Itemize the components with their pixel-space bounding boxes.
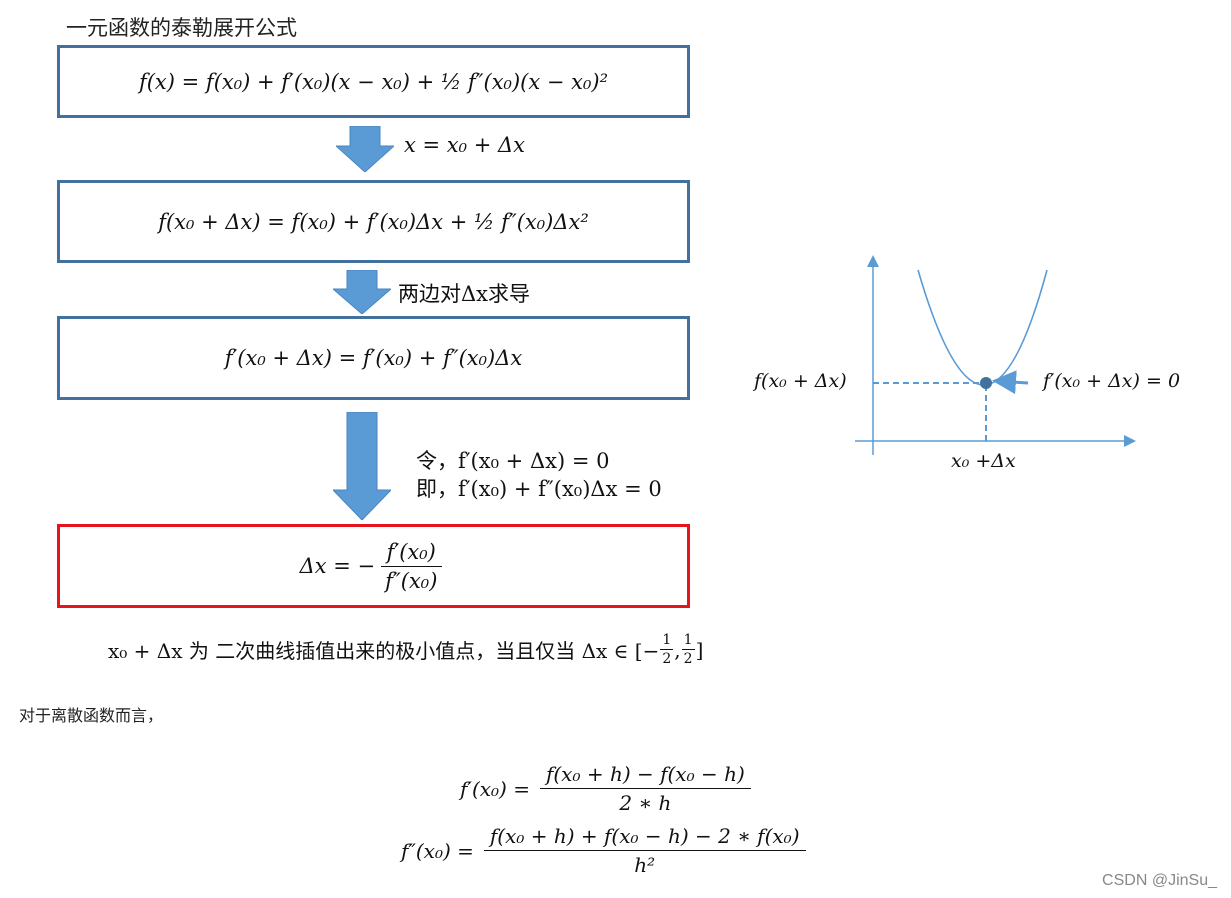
d2-fraction: f(x₀ + h) + f(x₀ − h) − 2 ∗ f(x₀) h² xyxy=(483,824,806,877)
substitution-label: x = x₀ + Δx xyxy=(404,133,526,157)
discrete-second-derivative: f″(x₀) = f(x₀ + h) + f(x₀ − h) − 2 ∗ f(x… xyxy=(401,824,810,877)
minimum-point xyxy=(980,377,992,389)
slope-pointer xyxy=(992,370,1029,395)
expanded-formula: f(x₀ + Δx) = f(x₀) + f′(x₀)Δx + ½ f″(x₀)… xyxy=(158,209,589,234)
d2-lhs: f″(x₀) = xyxy=(401,838,474,863)
derivative-formula-box: f′(x₀ + Δx) = f′(x₀) + f″(x₀)Δx xyxy=(57,316,690,400)
frac2-den: 2 xyxy=(683,651,693,667)
result-denominator: f″(x₀) xyxy=(385,568,438,593)
result-numerator: f′(x₀) xyxy=(380,540,442,567)
taylor-formula: f(x) = f(x₀) + f′(x₀)(x − x₀) + ½ f″(x₀)… xyxy=(138,69,609,94)
statement-frac-2: 1 2 xyxy=(681,632,695,667)
parabola-graph xyxy=(855,255,1136,455)
d1-lhs: f′(x₀) = xyxy=(460,776,530,801)
statement-sep: , xyxy=(674,637,681,662)
condition-line-1: 令，f′(x₀ + Δx) = 0 xyxy=(416,449,610,473)
statement-prefix: x₀ + Δx 为 二次曲线插值出来的极小值点，当且仅当 Δx ∈ [− xyxy=(108,639,660,663)
minimum-statement: x₀ + Δx 为 二次曲线插值出来的极小值点，当且仅当 Δx ∈ [− 1 2… xyxy=(108,632,703,667)
watermark: CSDN @JinSu_ xyxy=(1102,872,1217,889)
d1-num: f(x₀ + h) − f(x₀ − h) xyxy=(539,762,751,789)
down-arrow-3 xyxy=(333,412,391,520)
condition-line-2: 即，f′(x₀) + f″(x₀)Δx = 0 xyxy=(416,477,662,501)
taylor-formula-box: f(x) = f(x₀) + f′(x₀)(x − x₀) + ½ f″(x₀)… xyxy=(57,45,690,118)
frac1-num: 1 xyxy=(660,632,674,650)
result-lhs: Δx = − xyxy=(299,554,376,578)
graph-x-label: x₀ +Δx xyxy=(951,450,1016,472)
statement-frac-1: 1 2 xyxy=(660,632,674,667)
statement-suffix: ] xyxy=(695,637,704,662)
d1-den: 2 ∗ h xyxy=(619,791,672,815)
graph-slope-label: f′(x₀ + Δx) = 0 xyxy=(1043,370,1181,392)
down-arrow-1 xyxy=(336,126,394,172)
discrete-intro: 对于离散函数而言， xyxy=(19,706,164,725)
d2-num: f(x₀ + h) + f(x₀ − h) − 2 ∗ f(x₀) xyxy=(483,824,806,851)
frac1-den: 2 xyxy=(662,651,672,667)
graph-y-label: f(x₀ + Δx) xyxy=(754,370,847,392)
parabola-curve xyxy=(917,269,1048,386)
d1-fraction: f(x₀ + h) − f(x₀ − h) 2 ∗ h xyxy=(539,762,751,815)
derivative-formula: f′(x₀ + Δx) = f′(x₀) + f″(x₀)Δx xyxy=(224,346,523,370)
result-box: Δx = − f′(x₀) f″(x₀) xyxy=(57,524,690,608)
down-arrow-2 xyxy=(333,270,391,314)
page-title: 一元函数的泰勒展开公式 xyxy=(66,16,297,40)
expanded-formula-box: f(x₀ + Δx) = f(x₀) + f′(x₀)Δx + ½ f″(x₀)… xyxy=(57,180,690,263)
derivative-label: 两边对Δx求导 xyxy=(398,282,531,306)
discrete-first-derivative: f′(x₀) = f(x₀ + h) − f(x₀ − h) 2 ∗ h xyxy=(460,762,755,815)
d2-den: h² xyxy=(634,853,656,877)
result-fraction: f′(x₀) f″(x₀) xyxy=(379,540,443,593)
frac2-num: 1 xyxy=(681,632,695,650)
